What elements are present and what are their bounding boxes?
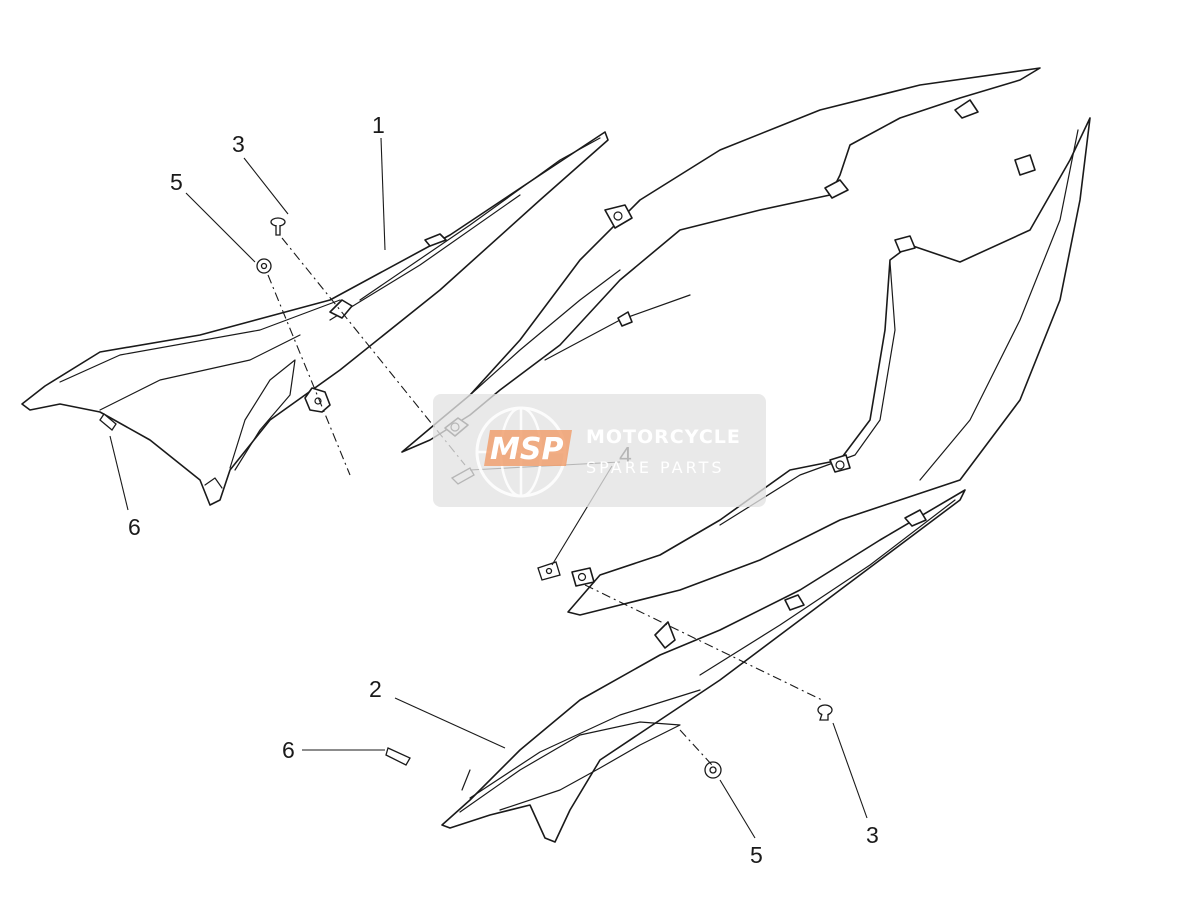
watermark-logo-text: MSP bbox=[490, 432, 563, 467]
callout-5-lower: 5 bbox=[750, 842, 763, 868]
callout-2: 2 bbox=[369, 676, 382, 702]
callout-3-upper: 3 bbox=[232, 131, 245, 157]
rubber-grommet-icon bbox=[99, 413, 117, 431]
callout-6-left: 6 bbox=[128, 514, 141, 540]
leader-lines bbox=[109, 137, 868, 839]
rubber-grommet-icon bbox=[385, 747, 411, 766]
callout-6-lower: 6 bbox=[282, 737, 295, 763]
left-side-fairing bbox=[21, 131, 609, 506]
lower-side-fairing bbox=[441, 489, 966, 843]
screw-icon bbox=[270, 217, 286, 236]
msp-watermark: MSP MOTORCYCLE SPARE PARTS bbox=[433, 394, 766, 507]
screw-icon bbox=[817, 704, 833, 721]
callout-3-lower: 3 bbox=[866, 822, 879, 848]
watermark-box bbox=[433, 394, 766, 507]
clip-nut-icon bbox=[256, 258, 272, 274]
logo-badge bbox=[484, 430, 572, 466]
rear-tail-fairing bbox=[401, 67, 1091, 616]
clip-nut-icon bbox=[704, 761, 722, 779]
callout-1: 1 bbox=[372, 112, 385, 138]
watermark-subtitle: SPARE PARTS bbox=[586, 458, 725, 477]
watermark-title: MOTORCYCLE bbox=[586, 426, 741, 448]
hardware bbox=[99, 217, 833, 779]
callout-5-upper: 5 bbox=[170, 169, 183, 195]
